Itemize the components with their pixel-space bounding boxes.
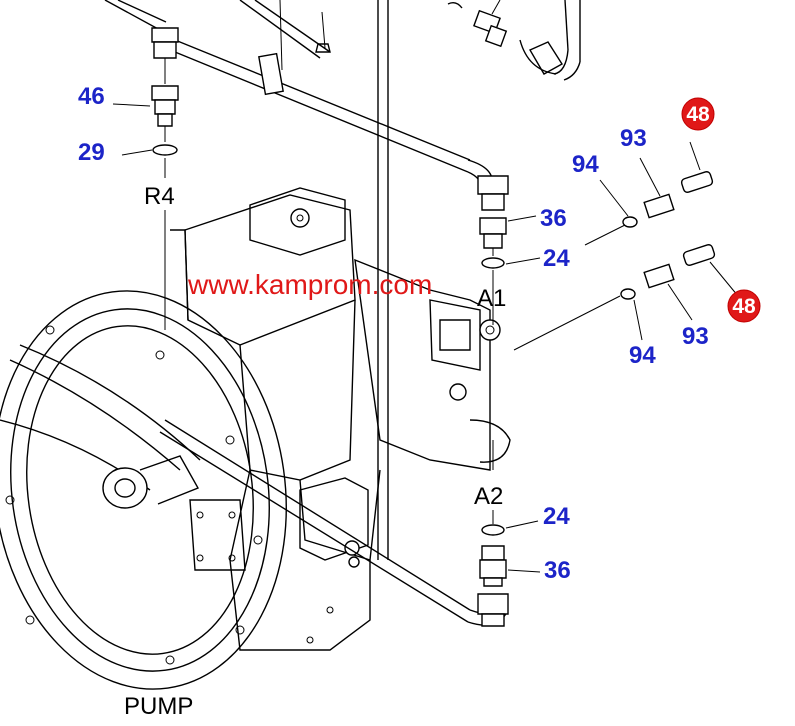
callout-94-top: 94 bbox=[572, 151, 599, 178]
fitting-a1-stack bbox=[477, 175, 541, 330]
callout-36-bottom: 36 bbox=[544, 557, 571, 584]
pump-body bbox=[0, 0, 511, 690]
lower-hose-assembly bbox=[159, 419, 509, 626]
right-port-fittings bbox=[513, 141, 739, 351]
watermark-text: www.kamprom.com bbox=[187, 269, 432, 300]
callout-48-bottom-badge: 48 bbox=[727, 289, 761, 323]
fitting-a2-stack bbox=[477, 510, 541, 627]
upper-hose-assembly bbox=[104, 0, 493, 191]
component-label-pump: PUMP bbox=[124, 693, 193, 720]
callout-24-top: 24 bbox=[543, 245, 570, 272]
callout-46: 46 bbox=[78, 83, 105, 110]
callout-93-bottom: 93 bbox=[682, 323, 709, 350]
callout-94-bottom: 94 bbox=[629, 342, 656, 369]
port-label-a1: A1 bbox=[477, 285, 506, 312]
port-label-r4: R4 bbox=[144, 183, 175, 210]
callout-36-top: 36 bbox=[540, 205, 567, 232]
callout-24-bottom: 24 bbox=[543, 503, 570, 530]
callout-48-bottom: 48 bbox=[732, 295, 756, 318]
fitting-46-stack bbox=[112, 27, 179, 178]
port-label-a2: A2 bbox=[474, 483, 503, 510]
callout-93-top: 93 bbox=[620, 125, 647, 152]
callout-48-top: 48 bbox=[686, 103, 710, 126]
callout-48-top-badge: 48 bbox=[681, 97, 715, 131]
callout-29: 29 bbox=[78, 139, 105, 166]
top-center-fittings bbox=[447, 0, 581, 81]
